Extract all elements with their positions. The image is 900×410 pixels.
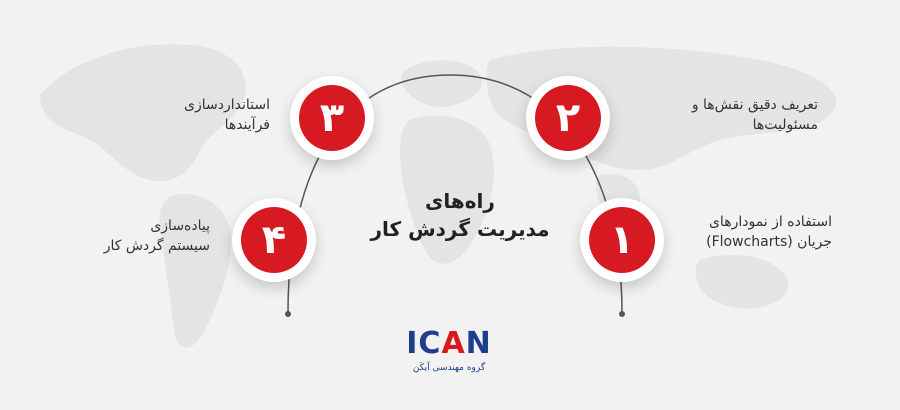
title-line-1: راه‌های bbox=[425, 189, 495, 213]
step-1-line-1: استفاده از نمودارهای bbox=[708, 214, 832, 230]
step-1-number: ۱ bbox=[589, 207, 655, 273]
diagram-title: راه‌های مدیریت گردش کار bbox=[360, 187, 560, 243]
step-4-line-1: پیاده‌سازی bbox=[150, 218, 210, 234]
step-3-number: ۳ bbox=[299, 85, 365, 151]
step-2-number: ۲ bbox=[535, 85, 601, 151]
step-4-number: ۴ bbox=[241, 207, 307, 273]
step-4-label: پیاده‌سازی سیستم گردش کار bbox=[20, 216, 210, 256]
step-4-badge: ۴ bbox=[232, 198, 316, 282]
logo-letter-i: I bbox=[406, 326, 419, 361]
step-4-line-2: سیستم گردش کار bbox=[103, 238, 210, 254]
step-2-line-2: مسئولیت‌ها bbox=[752, 117, 818, 133]
logo-subtitle: گروه مهندسی آیکَن bbox=[412, 363, 486, 373]
ican-logo: I C A N گروه مهندسی آیکَن bbox=[384, 328, 514, 378]
step-2-line-1: تعریف دقیق نقش‌ها و bbox=[691, 97, 818, 113]
title-line-2: مدیریت گردش کار bbox=[370, 217, 550, 241]
step-1-line-2: جریان (Flowcharts) bbox=[706, 234, 832, 250]
step-1-badge: ۱ bbox=[580, 198, 664, 282]
step-1-label: استفاده از نمودارهای جریان (Flowcharts) bbox=[642, 212, 832, 252]
logo-wordmark: I C A N bbox=[384, 328, 514, 360]
logo-letter-c: C bbox=[418, 326, 442, 361]
step-3-line-1: استانداردسازی bbox=[184, 97, 270, 113]
logo-letter-n: N bbox=[465, 326, 492, 361]
step-3-badge: ۳ bbox=[290, 76, 374, 160]
step-2-badge: ۲ bbox=[526, 76, 610, 160]
step-3-line-2: فرآیندها bbox=[224, 117, 270, 133]
step-3-label: استانداردسازی فرآیندها bbox=[80, 95, 270, 135]
logo-letter-a: A bbox=[441, 326, 466, 361]
step-2-label: تعریف دقیق نقش‌ها و مسئولیت‌ها bbox=[628, 95, 818, 135]
